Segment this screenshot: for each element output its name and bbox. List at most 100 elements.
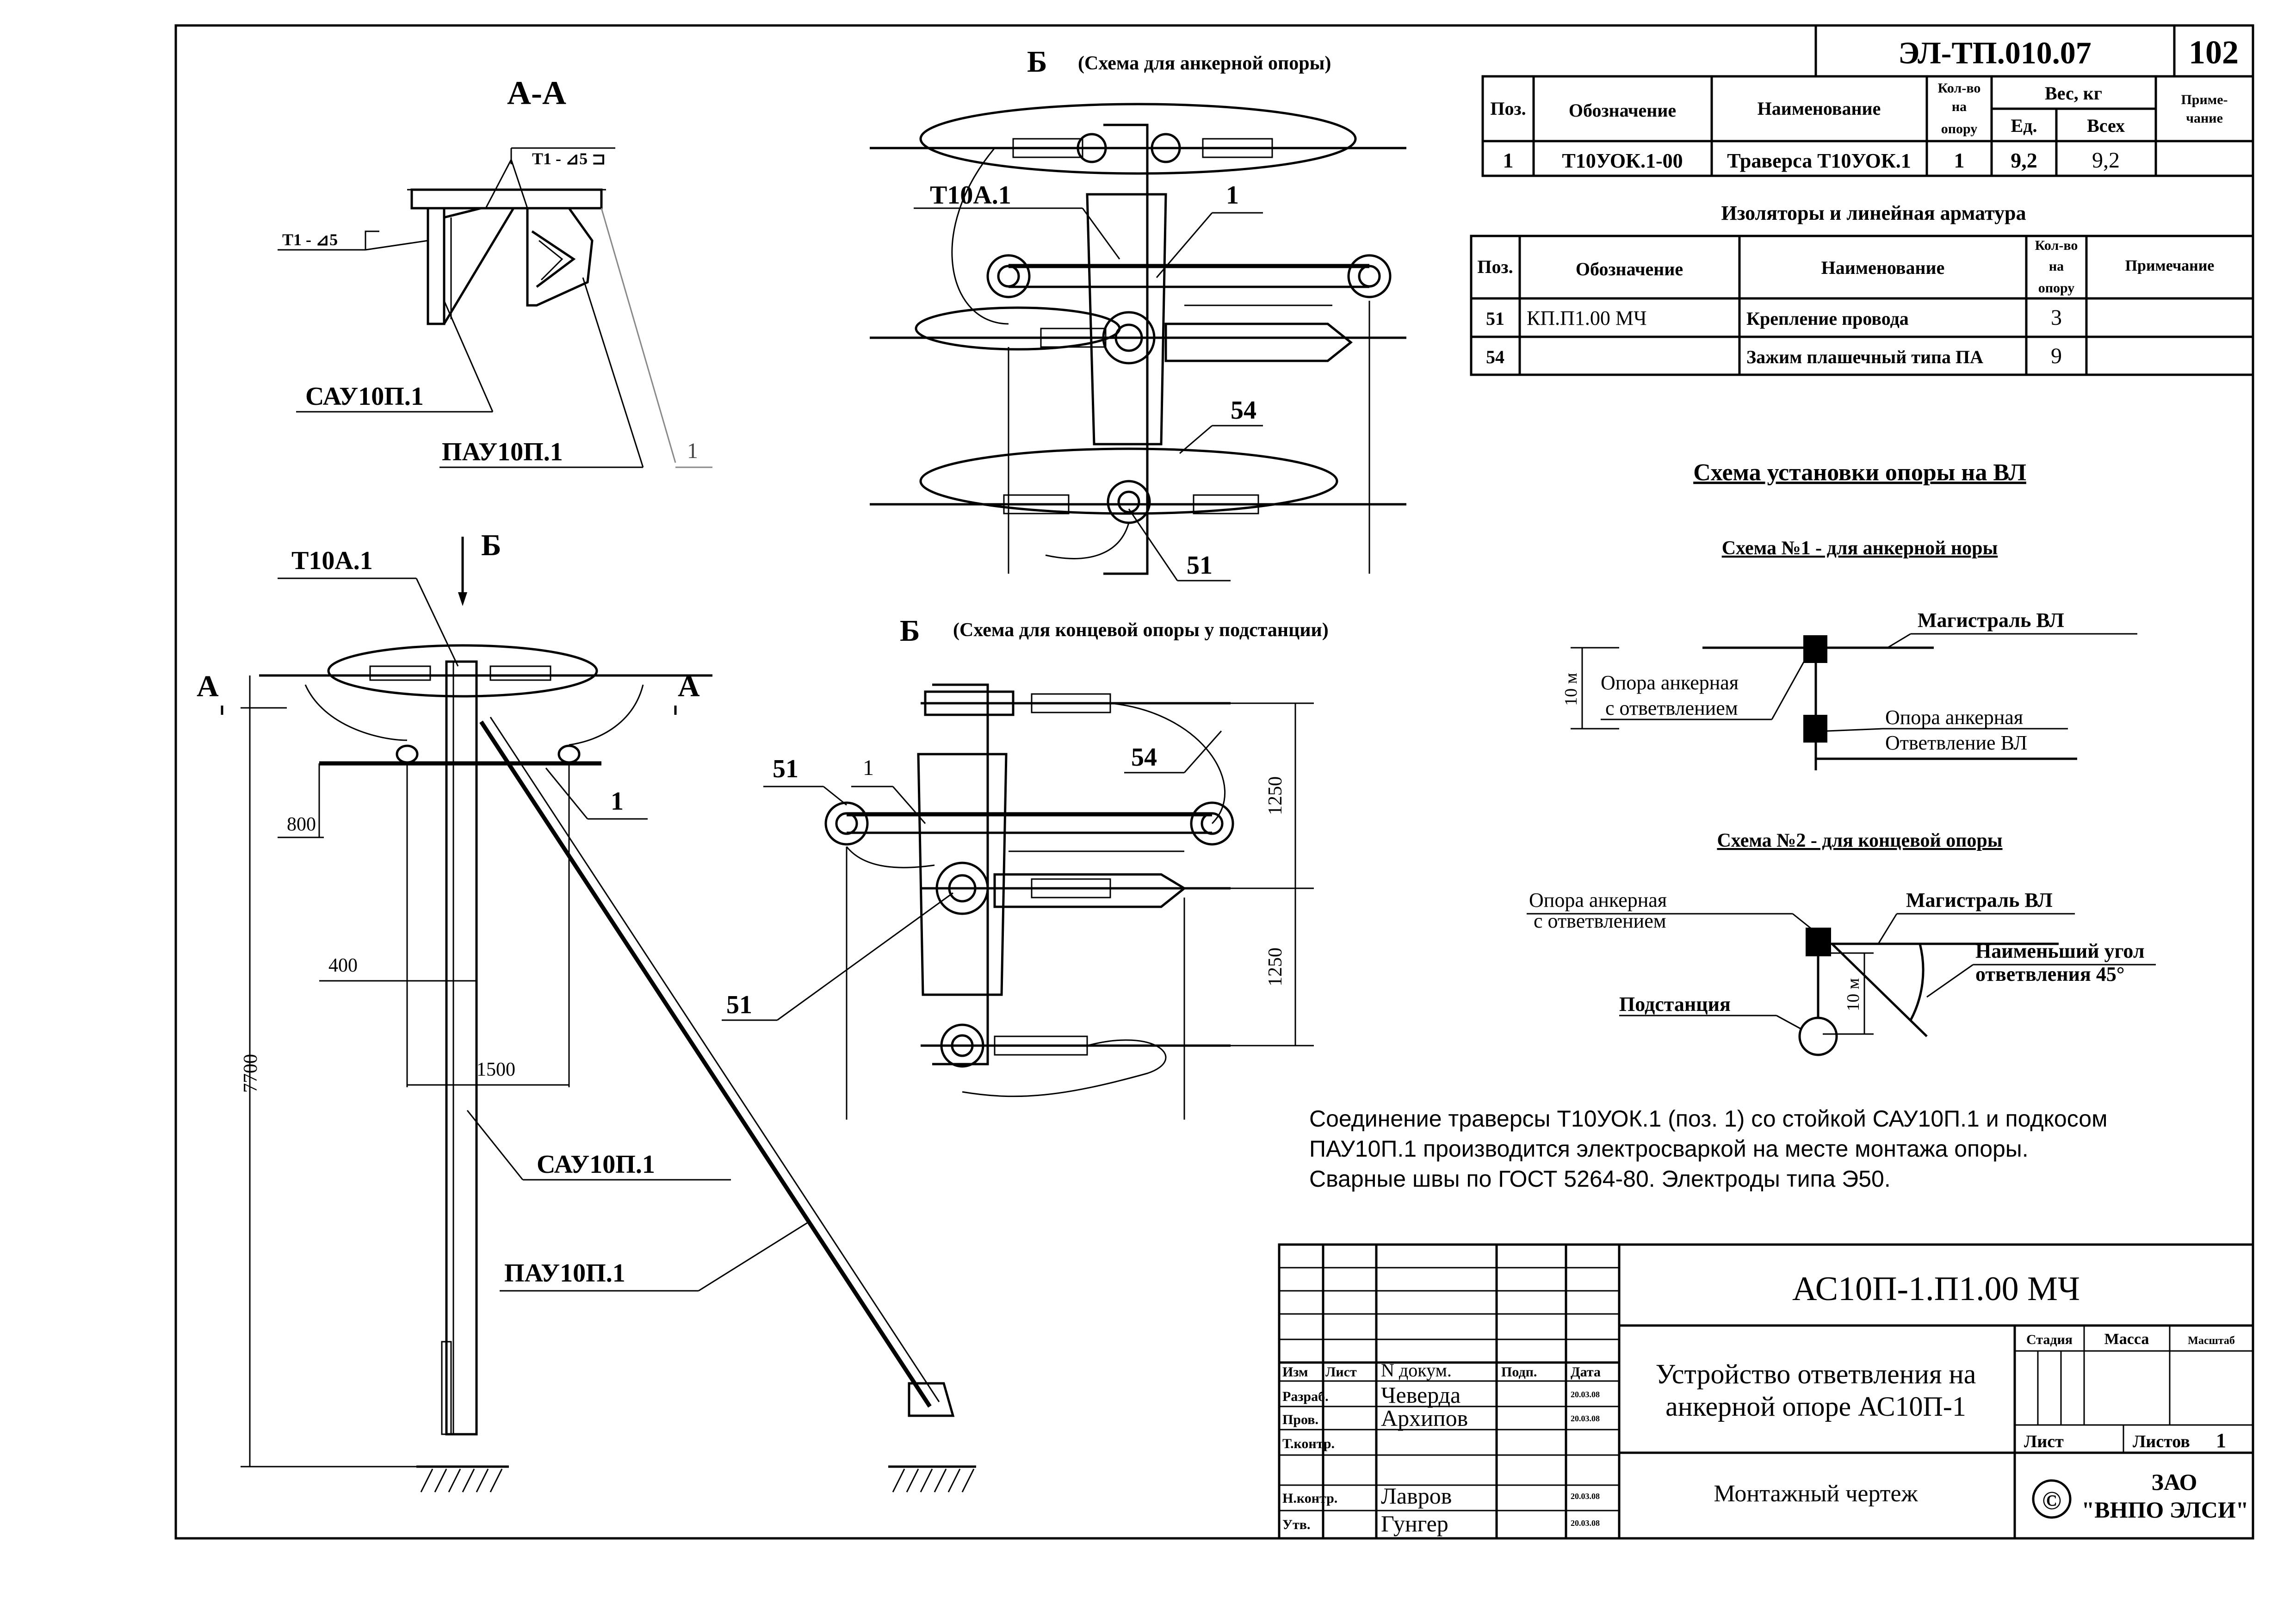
elev-section-right: А	[678, 669, 700, 703]
parts-header-qty-1: Кол-во	[1938, 81, 1981, 96]
tb-col-izm: Изм	[1282, 1364, 1308, 1380]
parts-header-pos: Поз.	[1490, 98, 1526, 119]
ground-hatch-right	[888, 1465, 976, 1493]
tb-name-2: Архипов	[1381, 1405, 1468, 1431]
view-b-end-letter: Б	[900, 614, 920, 648]
scheme2-substation	[1798, 1016, 1838, 1056]
parts-header-note-1: Приме-	[2181, 92, 2228, 107]
tb-date-4: 20.03.08	[1571, 1492, 1600, 1501]
elev-section-left: А	[197, 669, 219, 703]
install-schemes: Схема установки опоры на ВЛ Схема №1 - д…	[1527, 459, 2156, 1056]
view-b-end-dim-bottom: 1250	[1265, 948, 1286, 986]
ins-header-note: Примечание	[2125, 257, 2215, 274]
scheme2-pole-branch-1: Опора анкерная	[1529, 889, 1667, 911]
copyright-icon	[2032, 1479, 2072, 1519]
section-aa: А-А Т1 - ⊿5 ⊐ Т1 - ⊿5 САУ10П.1 ПАУ10П.1 …	[278, 74, 712, 468]
tb-role-3: Т.контр.	[1282, 1436, 1335, 1451]
ins-row1-qty: 3	[2051, 305, 2062, 330]
page-number: 102	[2189, 34, 2239, 71]
parts-header-name: Наименование	[1758, 98, 1881, 119]
ins-header-qty-2: на	[2049, 259, 2064, 274]
view-b-anchor-crossarm: Т10А.1	[930, 181, 1011, 210]
scheme1-mainline: Магистраль ВЛ	[1918, 609, 2064, 632]
parts-header-qty-3: опору	[1941, 121, 1978, 136]
section-aa-item-label: 1	[687, 439, 698, 463]
tb-role-5: Утв.	[1282, 1517, 1310, 1532]
tb-stage-header: Стадия	[2026, 1332, 2073, 1347]
view-b-anchor-letter: Б	[1027, 45, 1047, 79]
tb-company-2: "ВНПО ЭЛСИ"	[2081, 1497, 2248, 1523]
tb-name-5: Гунгер	[1381, 1511, 1448, 1536]
parts-row-designation: Т10УОК.1-00	[1562, 149, 1683, 172]
scheme2-angle-note-2: ответвления 45°	[1975, 963, 2124, 985]
parts-row-weight-unit: 9,2	[2011, 149, 2037, 172]
view-b-end-caption: (Схема для концевой опоры у подстанции)	[953, 619, 1329, 641]
notes: Соединение траверсы Т10УОК.1 (поз. 1) со…	[1309, 1106, 2108, 1192]
scheme1-pole-branch-2: с ответвлением	[1605, 697, 1738, 719]
tb-date-5: 20.03.08	[1571, 1518, 1600, 1528]
elev-dim-400: 400	[328, 955, 358, 976]
brace-pau10p1	[479, 720, 932, 1408]
scheme1-pole-anchor	[1803, 715, 1827, 743]
tb-date-2: 20.03.08	[1571, 1414, 1600, 1423]
tb-mass-header: Масса	[2104, 1331, 2149, 1348]
view-b-end-label-51-top: 51	[773, 755, 798, 783]
parts-table: Поз. Обозначение Наименование Кол-во на …	[1481, 75, 2254, 177]
elev-dim-800: 800	[287, 814, 316, 835]
tb-company-1: ЗАО	[2152, 1469, 2197, 1495]
view-b-end-label-54: 54	[1131, 743, 1157, 772]
ins-header-name: Наименование	[1821, 257, 1945, 278]
insulators-title: Изоляторы и линейная арматура	[1721, 202, 2026, 224]
ins-row1-name: Крепление провода	[1746, 308, 1909, 329]
scheme2-pole-branch-2: с ответвлением	[1534, 910, 1666, 932]
tb-title-1: Устройство ответвления на	[1656, 1359, 1976, 1389]
parts-header-weight-total: Всех	[2087, 115, 2125, 136]
ins-row2-qty: 9	[2051, 344, 2062, 368]
scheme1-distance: 10 м	[1561, 673, 1581, 706]
tb-sheets-label: Листов	[2133, 1432, 2190, 1451]
ins-header-qty-3: опору	[2038, 280, 2075, 296]
section-aa-post-label: САУ10П.1	[305, 382, 424, 411]
elev-post-label: САУ10П.1	[537, 1150, 655, 1179]
view-b-anchor-label-1: 1	[1226, 181, 1239, 210]
view-b-end-label-1: 1	[863, 756, 874, 780]
elev-dim-1500: 1500	[477, 1059, 515, 1080]
note-line-1: Соединение траверсы Т10УОК.1 (поз. 1) со…	[1309, 1106, 2108, 1132]
view-b-end: Б (Схема для концевой опоры у подстанции…	[722, 614, 1329, 1120]
ins-header-pos: Поз.	[1477, 256, 1513, 277]
scheme2-mainline: Магистраль ВЛ	[1906, 889, 2053, 911]
scheme1-branch-line: Ответвление ВЛ	[1885, 731, 2027, 754]
scheme2-distance: 10 м	[1844, 978, 1863, 1011]
scheme1-title: Схема №1 - для анкерной норы	[1722, 538, 1998, 559]
tb-role-1: Разраб.	[1282, 1389, 1329, 1404]
tb-drawing-code: АС10П-1.П1.00 МЧ	[1792, 1270, 2080, 1308]
note-line-2: ПАУ10П.1 производится электросваркой на …	[1309, 1136, 2029, 1162]
elev-brace-label: ПАУ10П.1	[504, 1259, 625, 1288]
view-b-anchor-label-51: 51	[1187, 551, 1213, 580]
tb-col-data: Дата	[1571, 1364, 1601, 1380]
tb-col-podp: Подп.	[1501, 1364, 1537, 1380]
tb-scale-header: Масштаб	[2188, 1335, 2235, 1347]
ins-header-designation: Обозначение	[1576, 259, 1683, 279]
tb-role-2: Пров.	[1282, 1412, 1318, 1427]
note-line-3: Сварные швы по ГОСТ 5264-80. Электроды т…	[1309, 1166, 1891, 1192]
insulators-table: Изоляторы и линейная арматура Поз. Обозн…	[1470, 202, 2254, 376]
parts-row-weight-total: 9,2	[2092, 148, 2120, 173]
scheme2-pole	[1806, 928, 1831, 956]
top-stamp: ЭЛ-ТП.010.07 102	[1814, 24, 2254, 78]
sheet-frame	[174, 24, 2254, 1540]
ins-row1-pos: 51	[1486, 308, 1504, 329]
view-b-anchor-label-54: 54	[1231, 396, 1256, 425]
view-b-anchor: Б (Схема для анкерной опоры)	[870, 45, 1406, 582]
elev-arrow-letter: Б	[481, 528, 501, 562]
parts-row-pos: 1	[1503, 149, 1514, 172]
elev-item-label: 1	[611, 787, 624, 816]
post-sau10p1	[445, 660, 478, 1436]
elev-crossarm-label: Т10А.1	[291, 546, 373, 575]
scheme1-pole-branch-1: Опора анкерная	[1601, 671, 1739, 694]
doc-code: ЭЛ-ТП.010.07	[1898, 35, 2091, 70]
section-aa-title: А-А	[507, 74, 566, 112]
view-b-anchor-caption: (Схема для анкерной опоры)	[1078, 53, 1331, 74]
tb-date-1: 20.03.08	[1571, 1390, 1600, 1399]
scheme2-title: Схема №2 - для концевой опоры	[1717, 830, 2002, 851]
